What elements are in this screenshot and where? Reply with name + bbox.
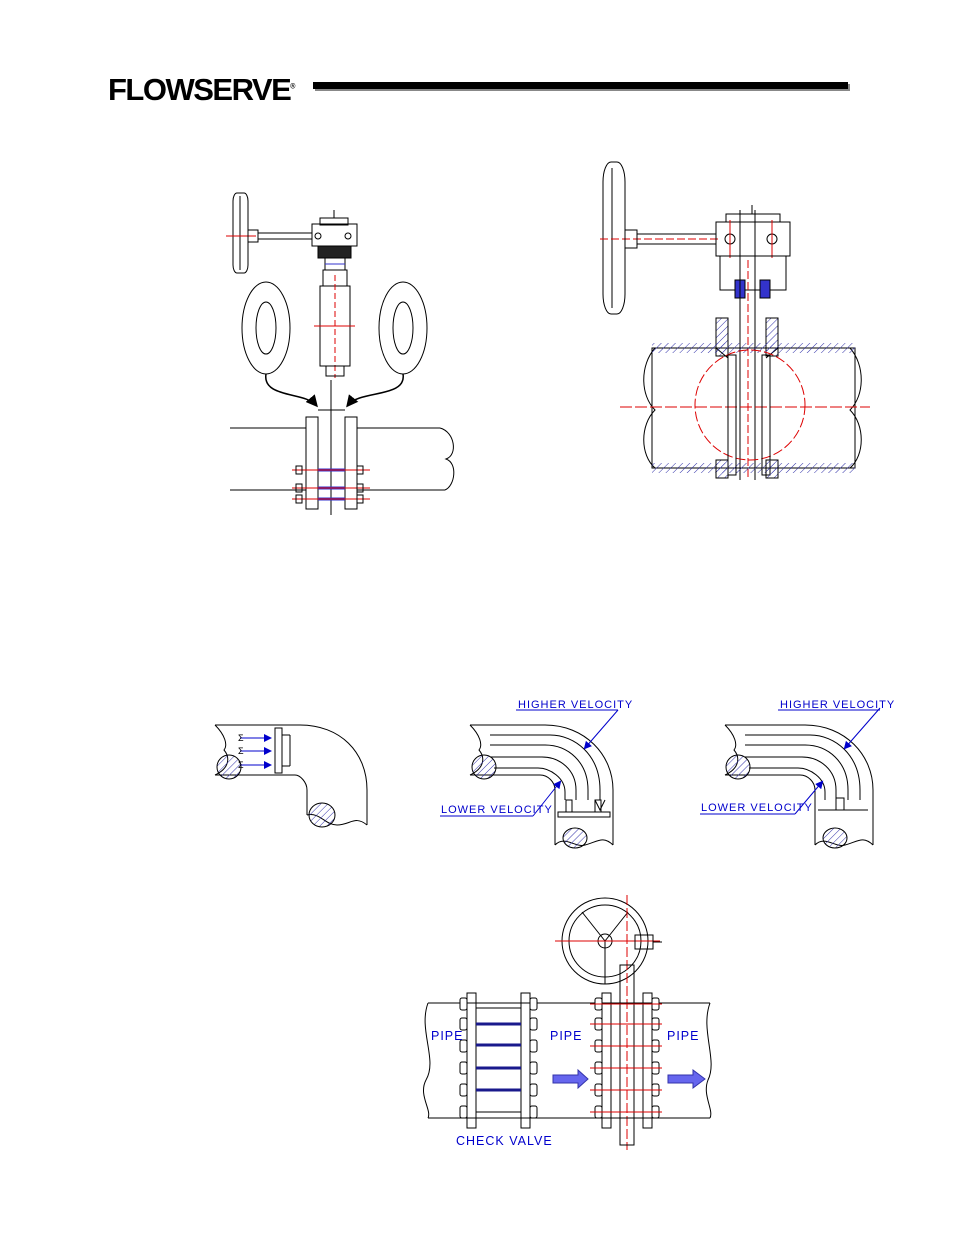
svg-text:Σ: Σ: [238, 733, 244, 743]
valve-gasket-install-figure: [226, 192, 455, 515]
flowserve-logo: FLOWSERVE®: [108, 72, 295, 108]
pipe-label-middle: PIPE: [550, 1029, 583, 1043]
pipe-label-right: PIPE: [667, 1029, 700, 1043]
higher-velocity-label-center: HIGHER VELOCITY: [518, 699, 633, 711]
svg-text:Σ: Σ: [238, 746, 244, 756]
lower-velocity-label-center: LOWER VELOCITY: [441, 804, 553, 816]
valve-section-figure: [600, 161, 870, 480]
registered-mark: ®: [290, 83, 296, 91]
pipe-label-left: PIPE: [431, 1029, 464, 1043]
higher-velocity-label-right: HIGHER VELOCITY: [780, 699, 895, 711]
check-valve-piping-figure: [423, 895, 712, 1150]
logo-text: FLOWSERVE: [108, 72, 292, 107]
elbow-uniform-flow-figure: Σ Σ Σ: [214, 724, 368, 828]
check-valve-label: CHECK VALVE: [456, 1134, 553, 1148]
svg-text:Σ: Σ: [238, 760, 244, 770]
lower-velocity-label-right: LOWER VELOCITY: [701, 802, 813, 814]
elbow-center-figure: [440, 709, 619, 849]
header-rule: [313, 82, 848, 89]
elbow-right-figure: [700, 707, 881, 849]
